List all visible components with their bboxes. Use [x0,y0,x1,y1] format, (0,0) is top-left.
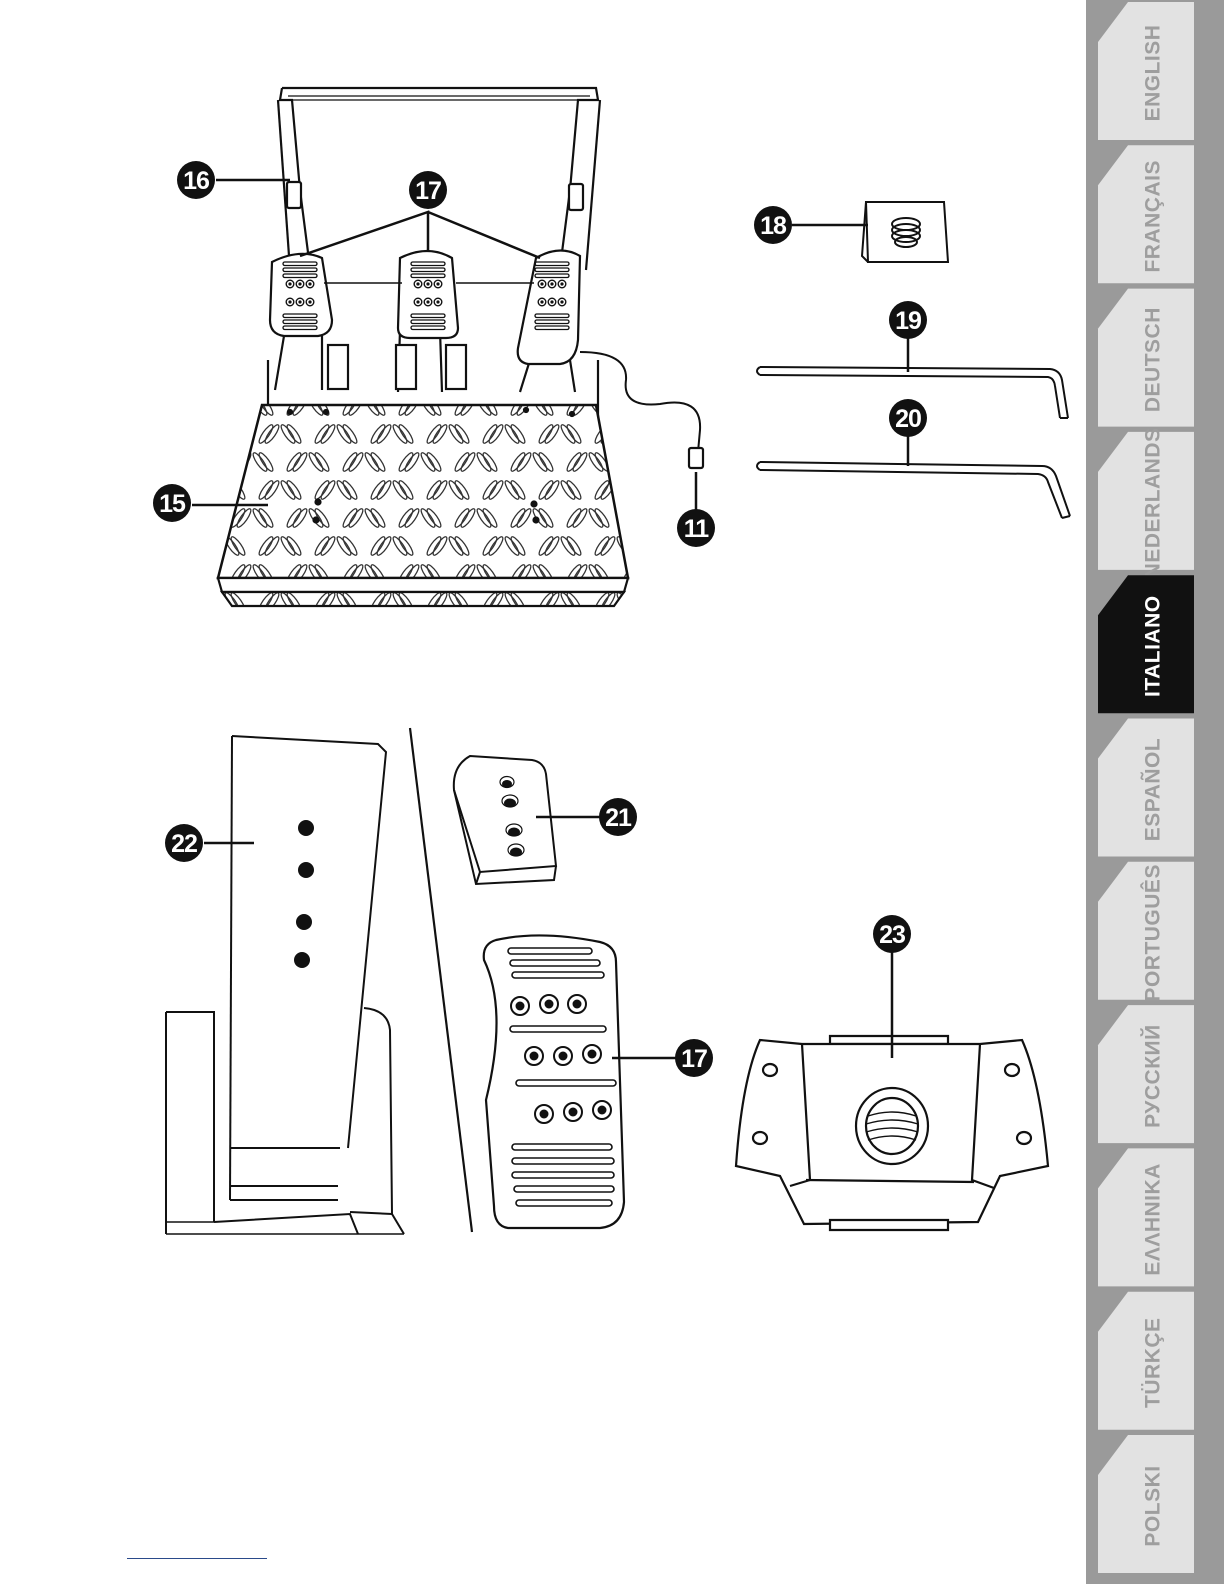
footer-rule [127,1558,267,1559]
language-tab-portugues[interactable]: PORTUGUÊS [1098,862,1194,1002]
spacer-block [454,756,556,884]
svg-text:21: 21 [605,804,632,832]
allen-key-short [757,462,1070,518]
language-tab-label: ΕΛΛΗΝΙΚΑ [1142,1163,1165,1276]
svg-text:11: 11 [684,515,710,543]
language-tab-label: DEUTSCH [1142,307,1165,412]
svg-text:23: 23 [879,921,905,949]
language-tab-label: РУССКИЙ [1141,1024,1165,1128]
language-tab-label: TÜRKÇE [1142,1317,1165,1408]
callout-17-bottom: 17 [675,1039,713,1077]
pedal-set-illustration [218,88,703,606]
svg-text:16: 16 [183,167,209,195]
pedal-arm-holes [294,820,314,968]
callout-20: 20 [889,399,927,437]
language-tab-label: ESPAÑOL [1142,738,1165,841]
svg-text:22: 22 [171,830,197,858]
language-tab-label: ITALIANO [1142,595,1165,697]
pedal-pad-large [484,935,624,1228]
callout-19: 19 [889,301,927,339]
callout-23: 23 [873,915,911,953]
callout-15: 15 [153,484,191,522]
language-tab-label: ENGLISH [1142,25,1165,122]
svg-text:19: 19 [895,307,921,335]
svg-text:18: 18 [760,212,787,240]
language-tab-label: PORTUGUÊS [1141,864,1165,1002]
language-tab-label: NEDERLANDS [1142,427,1165,578]
callout-11: 11 [677,509,715,547]
svg-text:20: 20 [895,405,921,433]
svg-text:15: 15 [159,490,186,518]
callout-22: 22 [165,824,203,862]
language-tab-label: POLSKI [1142,1465,1165,1546]
nut-insert-illustration [862,202,948,262]
svg-text:17: 17 [415,177,441,205]
mounting-bracket [736,1036,1048,1230]
pedal-arm-closeup [166,728,472,1234]
callout-18: 18 [754,206,792,244]
callout-16: 16 [177,161,215,199]
language-tab-label: FRANÇAIS [1142,160,1165,272]
callout-17-top: 17 [409,171,447,209]
callout-21: 21 [599,798,637,836]
svg-text:17: 17 [681,1045,707,1073]
